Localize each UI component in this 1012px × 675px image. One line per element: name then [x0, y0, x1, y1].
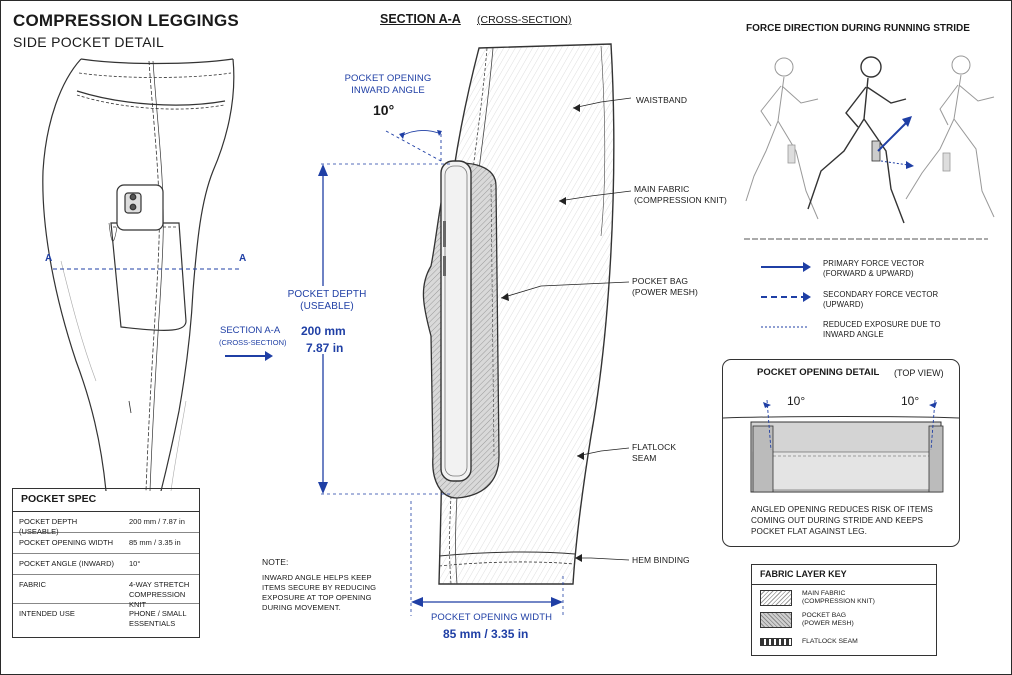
- force-title: FORCE DIRECTION DURING RUNNING STRIDE: [746, 23, 970, 34]
- detail-caption: ANGLED OPENING REDUCES RISK OF ITEMS COM…: [751, 505, 933, 536]
- fabric-key-title: FABRIC LAYER KEY: [752, 565, 936, 585]
- spec-row: POCKET OPENING WIDTH 85 mm / 3.35 in: [13, 533, 199, 554]
- detail-title-suffix: (TOP VIEW): [894, 368, 944, 378]
- pocket-angle-label: POCKET OPENING INWARD ANGLE: [344, 73, 432, 96]
- spec-row: POCKET ANGLE (INWARD) 10°: [13, 554, 199, 575]
- section-pointer-label: SECTION A-A: [220, 325, 281, 336]
- detail-angle-right: 10°: [901, 394, 920, 408]
- legend-secondary-force: SECONDARY FORCE VECTOR (UPWARD): [823, 290, 939, 309]
- pocket-depth-in: 7.87 in: [306, 341, 344, 355]
- detail-angle-left: 10°: [787, 394, 806, 408]
- note-title: NOTE:: [262, 557, 289, 567]
- legend-reduced-exposure: REDUCED EXPOSURE DUE TO INWARD ANGLE: [823, 320, 941, 339]
- section-pointer-arrow-icon: [225, 351, 273, 361]
- callout-hem-binding: HEM BINDING: [632, 555, 690, 565]
- pocket-opening-top-view: [723, 399, 959, 493]
- section-title-suffix: (CROSS-SECTION): [477, 14, 572, 26]
- pocket-spec-table: POCKET SPEC POCKET DEPTH (USEABLE) 200 mm…: [12, 488, 200, 638]
- main-fabric-swatch-icon: [760, 590, 792, 606]
- callout-pocket-bag: POCKET BAG (POWER MESH): [632, 276, 698, 297]
- fabric-key-row: MAIN FABRIC (COMPRESSION KNIT): [752, 587, 936, 609]
- section-title: SECTION A-A: [380, 12, 461, 26]
- spec-row: FABRIC 4-WAY STRETCH COMPRESSION KNIT: [13, 575, 199, 609]
- spec-value: PHONE / SMALL ESSENTIALS: [129, 609, 187, 628]
- spec-label: FABRIC: [19, 580, 47, 589]
- spec-label: INTENDED USE: [19, 609, 75, 618]
- fabric-key-row: FLATLOCK SEAM: [752, 631, 936, 653]
- section-pointer-sublabel: (CROSS-SECTION): [219, 338, 287, 347]
- sheet-title: COMPRESSION LEGGINGS: [13, 11, 239, 30]
- pocket-opening-detail-panel: [722, 359, 960, 547]
- pocket-angle-value: 10°: [373, 102, 395, 118]
- fabric-key-label: POCKET BAG (POWER MESH): [802, 612, 854, 627]
- pocket-width-value: 85 mm / 3.35 in: [443, 627, 529, 641]
- spec-value: 85 mm / 3.35 in: [129, 538, 181, 547]
- fabric-layer-key: FABRIC LAYER KEY MAIN FABRIC (COMPRESSIO…: [751, 564, 937, 656]
- power-mesh-swatch-icon: [760, 612, 792, 628]
- callout-main-fabric: MAIN FABRIC (COMPRESSION KNIT): [634, 184, 727, 205]
- spec-label: POCKET DEPTH (USEABLE): [19, 517, 78, 536]
- fabric-key-label: MAIN FABRIC (COMPRESSION KNIT): [802, 590, 875, 605]
- detail-title: POCKET OPENING DETAIL: [757, 367, 880, 378]
- force-legend-glyphs: [761, 262, 811, 328]
- spec-row: POCKET DEPTH (USEABLE) 200 mm / 7.87 in: [13, 512, 199, 536]
- cross-section-drawing: [318, 43, 632, 616]
- spec-label: POCKET ANGLE (INWARD): [19, 559, 115, 568]
- pocket-depth-label: POCKET DEPTH (USEABLE): [287, 289, 367, 312]
- running-stride-illustration: [744, 55, 995, 240]
- pocket-spec-title: POCKET SPEC: [13, 489, 199, 512]
- fabric-key-row: POCKET BAG (POWER MESH): [752, 609, 936, 631]
- fabric-key-label: FLATLOCK SEAM: [802, 638, 858, 645]
- spec-value: 10°: [129, 559, 141, 568]
- legend-primary-force: PRIMARY FORCE VECTOR (FORWARD & UPWARD): [823, 259, 925, 278]
- side-view-leg-drawing: [42, 58, 239, 491]
- pocket-depth-mm: 200 mm: [301, 324, 346, 338]
- callout-waistband: WAISTBAND: [636, 95, 688, 105]
- spec-label: POCKET OPENING WIDTH: [19, 538, 114, 547]
- flatlock-seam-swatch-icon: [760, 638, 792, 646]
- spec-row: INTENDED USE PHONE / SMALL ESSENTIALS: [13, 604, 199, 632]
- section-marker-right: A: [239, 253, 247, 264]
- spec-value: 200 mm / 7.87 in: [129, 517, 185, 526]
- section-marker-left: A: [45, 253, 53, 264]
- sheet-subtitle: SIDE POCKET DETAIL: [13, 34, 165, 50]
- spec-value: 4-WAY STRETCH COMPRESSION KNIT: [129, 580, 190, 609]
- note-text: INWARD ANGLE HELPS KEEP ITEMS SECURE BY …: [262, 573, 377, 612]
- pocket-width-label: POCKET OPENING WIDTH: [431, 612, 553, 623]
- callout-flatlock-seam: FLATLOCK SEAM: [632, 442, 677, 463]
